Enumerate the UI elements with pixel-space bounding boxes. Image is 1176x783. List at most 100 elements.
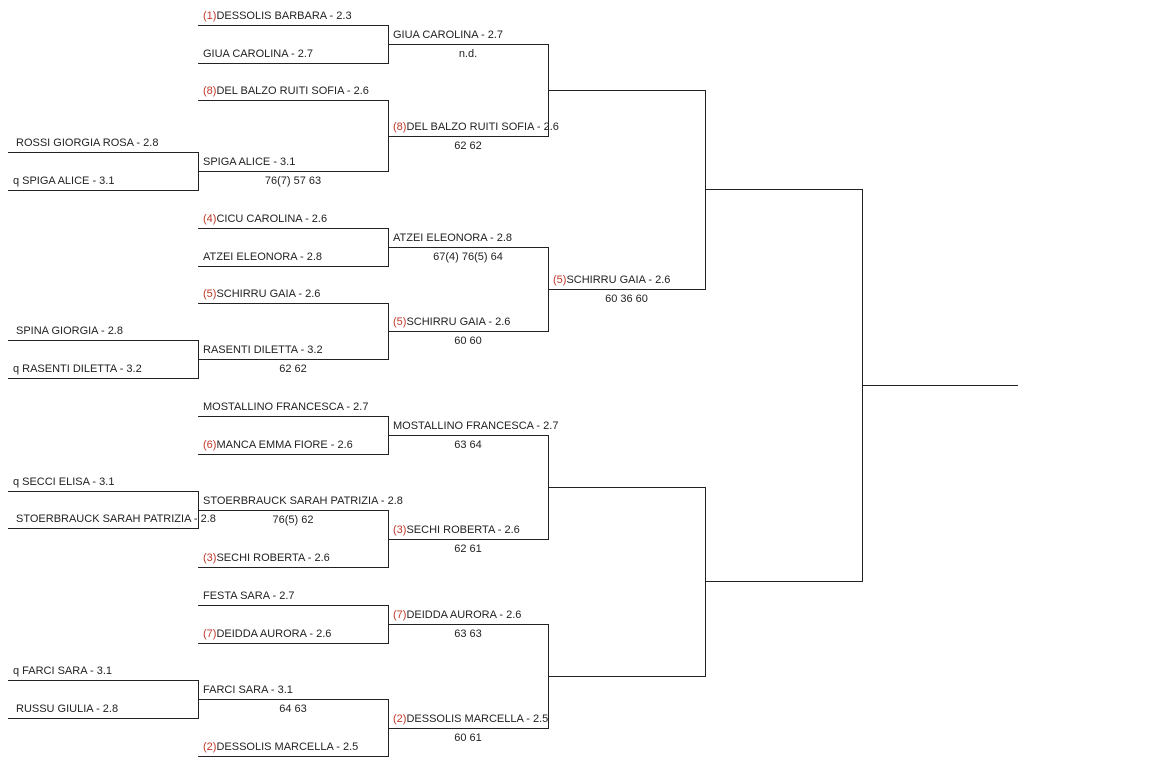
round1-entry: SPIGA ALICE - 3.1 [203,156,295,169]
match-score: 67(4) 76(5) 64 [433,251,503,263]
player-name: MOSTALLINO FRANCESCA - 2.7 [203,401,369,413]
match-score: 64 63 [279,703,307,715]
bracket-line [548,487,705,488]
round1-entry: (2)DESSOLIS MARCELLA - 2.5 [203,741,358,754]
bracket-line [548,90,705,91]
bracket-line [8,190,198,191]
bracket-line [198,228,388,229]
qualifier-mark: q [13,363,20,375]
player-name: ATZEI ELEONORA - 2.8 [393,232,512,244]
round1-entry: (3)SECHI ROBERTA - 2.6 [203,552,330,565]
bracket-line [198,454,388,455]
bracket-connector [548,435,549,540]
round2-entry: (5)SCHIRRU GAIA - 2.6 [393,316,510,329]
player-name: SCHIRRU GAIA - 2.6 [566,274,671,286]
round1-entry: ATZEI ELEONORA - 2.8 [203,251,322,264]
player-name: STOERBRAUCK SARAH PATRIZIA - 2.8 [203,495,403,507]
player-name: SCHIRRU GAIA - 2.6 [406,316,511,328]
player-name: SECHI ROBERTA - 2.6 [406,524,520,536]
bracket-line [705,189,862,190]
match-score: 63 64 [454,439,482,451]
seed-number: (8) [203,85,217,97]
player-name: RASENTI DILETTA - 3.2 [22,363,142,375]
match-score: 76(5) 62 [272,514,314,526]
bracket-connector [388,303,389,360]
bracket-connector [548,44,549,137]
bracket-line [548,676,705,677]
bracket-line [198,63,388,64]
round1-entry: (5)SCHIRRU GAIA - 2.6 [203,288,320,301]
qualifier-entry: RUSSU GIULIA - 2.8 [13,703,118,716]
qualifier-entry: ROSSI GIORGIA ROSA - 2.8 [13,137,158,150]
round2-entry: (7)DEIDDA AURORA - 2.6 [393,609,521,622]
seed-number: (3) [393,524,407,536]
bracket-line [388,624,548,625]
player-name: MANCA EMMA FIORE - 2.6 [216,439,353,451]
seed-number: (5) [203,288,217,300]
bracket-connector [388,699,389,757]
player-name: DESSOLIS BARBARA - 2.3 [216,10,352,22]
round2-entry: ATZEI ELEONORA - 2.8 [393,232,512,245]
player-name: GIUA CAROLINA - 2.7 [393,29,504,41]
round1-entry: FESTA SARA - 2.7 [203,590,295,603]
round1-entry: (8)DEL BALZO RUITI SOFIA - 2.6 [203,85,369,98]
player-name: FARCI SARA - 3.1 [22,665,112,677]
bracket-line [8,340,198,341]
player-name: RASENTI DILETTA - 3.2 [203,344,323,356]
round2-entry: GIUA CAROLINA - 2.7 [393,29,503,42]
seed-number: (5) [553,274,567,286]
round1-entry: FARCI SARA - 3.1 [203,684,293,697]
bracket-line [198,756,388,757]
match-score: 76(7) 57 63 [264,175,322,187]
player-name: STOERBRAUCK SARAH PATRIZIA - 2.8 [16,513,216,525]
bracket-line [198,567,388,568]
player-name: SECHI ROBERTA - 2.6 [216,552,330,564]
bracket-line [388,247,548,248]
seed-number: (7) [393,609,407,621]
seed-number: (2) [393,713,407,725]
match-score: 63 63 [454,628,482,640]
round2-entry: (3)SECHI ROBERTA - 2.6 [393,524,520,537]
player-name: SCHIRRU GAIA - 2.6 [216,288,321,300]
bracket-connector [198,152,199,191]
match-score: 60 36 60 [605,293,648,305]
player-name: DESSOLIS MARCELLA - 2.5 [216,741,359,753]
seed-number: (8) [393,121,407,133]
bracket-connector [388,25,389,64]
bracket-line [388,136,548,137]
bracket-connector [388,605,389,644]
bracket-connector [388,510,389,568]
bracket-line [198,266,388,267]
bracket-line [388,435,548,436]
match-score: n.d. [458,48,478,60]
bracket-line [198,303,388,304]
bracket-line [198,416,388,417]
seed-number: (5) [393,316,407,328]
seed-number: (7) [203,628,217,640]
bracket-connector [198,340,199,379]
bracket-line [198,100,388,101]
qualifier-entry: STOERBRAUCK SARAH PATRIZIA - 2.8 [13,513,216,526]
match-score: 62 62 [279,363,307,375]
qualifier-mark: q [13,665,20,677]
player-name: DEIDDA AURORA - 2.6 [216,628,332,640]
seed-number: (4) [203,213,217,225]
round1-entry: (7)DEIDDA AURORA - 2.6 [203,628,331,641]
seed-number: (1) [203,10,217,22]
bracket-connector [198,491,199,529]
round3-entry: (5)SCHIRRU GAIA - 2.6 [553,274,670,287]
bracket-line [198,171,388,172]
bracket-line [8,718,198,719]
player-name: SPIGA ALICE - 3.1 [203,156,296,168]
bracket-connector [705,487,706,677]
bracket-line [388,44,548,45]
player-name: GIUA CAROLINA - 2.7 [203,48,314,60]
match-score: 62 62 [454,140,482,152]
match-score: 60 61 [454,732,482,744]
round2-entry: MOSTALLINO FRANCESCA - 2.7 [393,420,558,433]
qualifier-mark: q [13,476,20,488]
bracket-line [548,289,705,290]
bracket-line [388,331,548,332]
seed-number: (6) [203,439,217,451]
